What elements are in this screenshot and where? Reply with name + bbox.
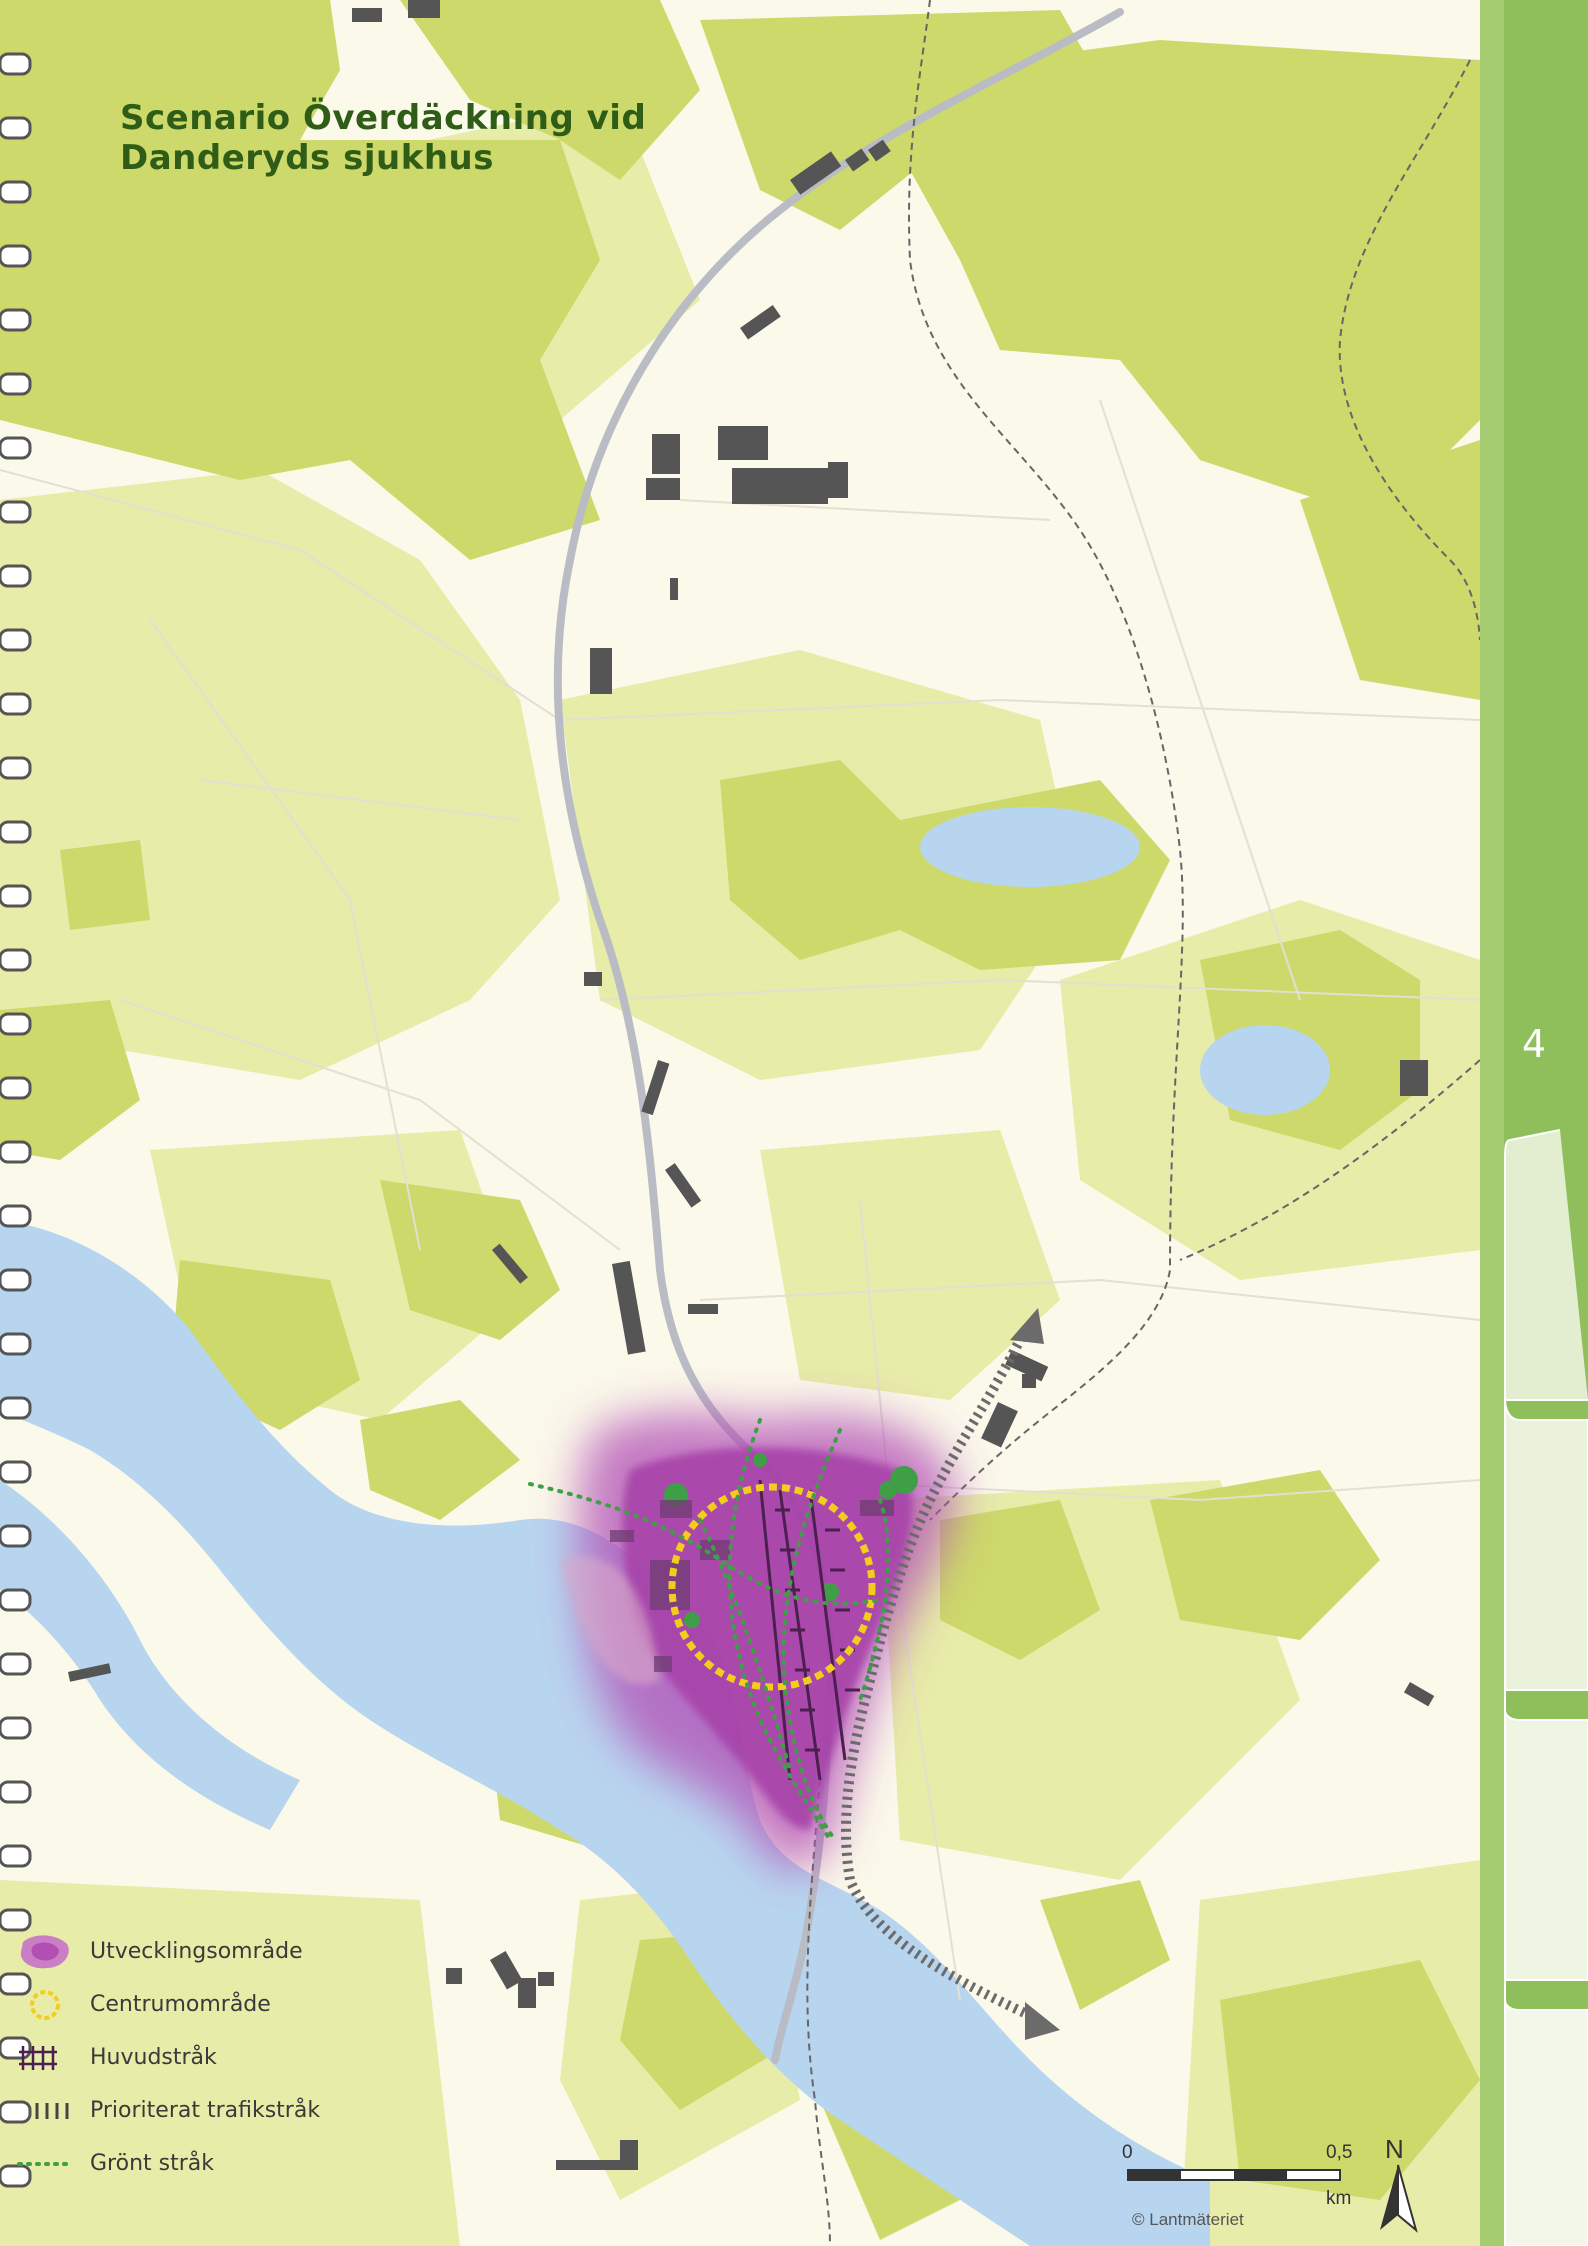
scale-start-label: 0	[1122, 2142, 1133, 2163]
north-label: N	[1385, 2134, 1404, 2164]
legend-label: Prioriterat trafikstråk	[90, 2098, 321, 2123]
main-route	[758, 1479, 847, 1781]
scale-end-label: 0,5	[1326, 2142, 1353, 2163]
legend-item-main-route: Huvudstråk	[10, 2031, 430, 2084]
legend-label: Centrumområde	[90, 1992, 271, 2017]
scale-unit-label: km	[1326, 2188, 1352, 2209]
scale-bar	[1127, 2169, 1341, 2181]
map-title: Scenario Överdäckning vid Danderyds sjuk…	[120, 98, 740, 178]
legend-label: Huvudstråk	[90, 2045, 217, 2070]
legend-item-priority-traffic-route: Prioriterat trafikstråk	[10, 2084, 430, 2137]
arrow-icon	[1010, 1308, 1044, 1344]
green-spots	[664, 1453, 918, 1628]
legend-item-center-area: Centrumområde	[10, 1978, 430, 2031]
main-route-ticks	[775, 1508, 860, 1752]
light-vegetation-layer	[0, 100, 1480, 2246]
buildings	[68, 0, 1435, 2170]
north-arrow-icon	[1380, 2164, 1418, 2233]
legend-item-green-corridor: Grönt stråk	[10, 2137, 430, 2190]
water-layer	[0, 807, 1330, 2246]
development-area-swatch	[10, 1932, 80, 1972]
priority-traffic-route-swatch	[10, 2091, 80, 2131]
lake-water	[0, 1220, 1210, 2246]
center-area-swatch	[10, 1985, 80, 2025]
legend-label: Utvecklingsområde	[90, 1939, 303, 1964]
map-legend: Utvecklingsområde Centrumområde Huvudstr…	[10, 1925, 430, 2190]
map-title-line-1: Scenario Överdäckning vid	[120, 98, 647, 138]
legend-item-development-area: Utvecklingsområde	[10, 1925, 430, 1978]
priority-traffic-route	[840, 1308, 1060, 2040]
railway-lines	[806, 0, 1481, 2246]
green-corridors	[528, 1418, 891, 1842]
section-tab-label[interactable]: 4	[1522, 1022, 1547, 1066]
spiral-binding	[0, 52, 32, 2188]
section-tab-strip	[1480, 0, 1588, 2246]
center-area	[668, 1483, 876, 1691]
map-title-line-2: Danderyds sjukhus	[120, 138, 494, 178]
green-corridor-swatch	[10, 2144, 80, 2184]
development-area	[560, 1412, 955, 1870]
arrow-icon	[1025, 2002, 1060, 2040]
legend-label: Grönt stråk	[90, 2151, 214, 2176]
copyright-text: © Lantmäteriet	[1132, 2210, 1244, 2229]
main-route-swatch	[10, 2038, 80, 2078]
